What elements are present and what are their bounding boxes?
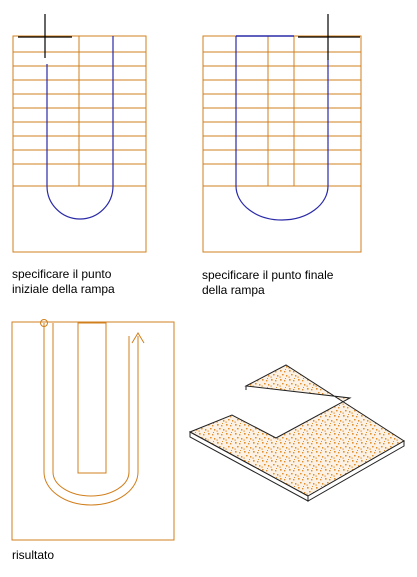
stair-treads [203, 51, 361, 187]
ramp-path-line [43, 323, 139, 506]
ramp-plan-result [11, 319, 175, 541]
ramp-front-edge [189, 431, 309, 502]
ramp-top-surface [188, 364, 405, 497]
crosshair-cursor-icon [298, 14, 360, 60]
arrowhead-icon [131, 332, 145, 344]
ramp-outline [11, 321, 175, 541]
stair-plan-start [12, 35, 147, 253]
ramp-3d-view [188, 364, 405, 502]
ramp-inner-edge [52, 323, 130, 497]
caption-step-end: specificare il punto finale della rampa [202, 268, 334, 297]
ramp-path-line [235, 36, 329, 221]
circle-marker-icon [40, 319, 48, 327]
caption-step-start: specificare il punto iniziale della ramp… [12, 267, 115, 296]
crosshair-cursor-icon [18, 14, 72, 58]
caption-result: risultato [12, 548, 55, 562]
ramp-path-line [46, 36, 114, 220]
ramp-center-well [77, 322, 107, 474]
